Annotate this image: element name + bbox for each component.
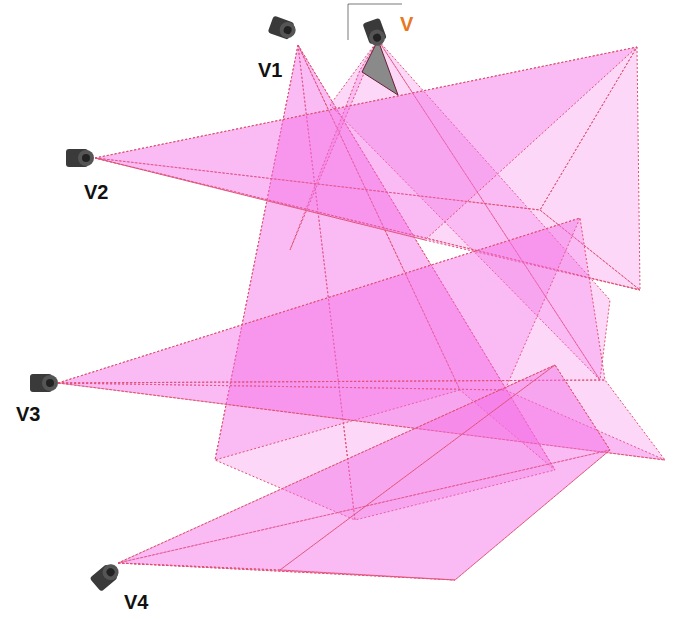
camera-label: V3 bbox=[16, 404, 40, 424]
camera-label: V bbox=[400, 14, 413, 34]
camera-label: V2 bbox=[84, 182, 108, 202]
camera-label: V1 bbox=[258, 60, 282, 80]
camera-label: V4 bbox=[124, 592, 148, 612]
camera-icon bbox=[30, 15, 388, 591]
